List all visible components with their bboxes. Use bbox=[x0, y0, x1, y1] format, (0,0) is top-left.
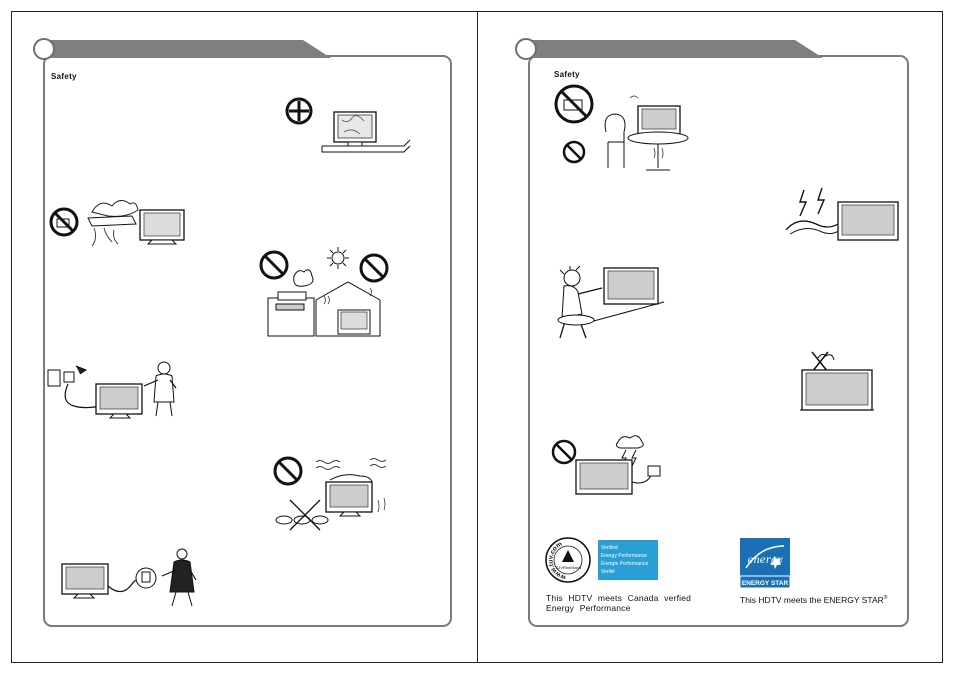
no-wall-mount-diy-illustration bbox=[550, 82, 696, 174]
prohibited-icon bbox=[259, 250, 289, 280]
unplug-cleaning-illustration bbox=[46, 356, 188, 420]
lightning-icon bbox=[799, 187, 826, 217]
no-outlet-overload-illustration bbox=[550, 432, 670, 500]
energy-star-logo: energy ENERGY STAR bbox=[740, 538, 790, 588]
no-objects-on-top-illustration bbox=[798, 346, 878, 418]
tuv-box-line-4: Verifié bbox=[601, 569, 615, 575]
registered-mark: ® bbox=[883, 595, 888, 601]
energy-star-label: ENERGY STAR bbox=[742, 580, 789, 587]
tuv-box-line-1: Verified bbox=[601, 545, 618, 551]
page-fold-line bbox=[477, 11, 478, 663]
tuv-box-line-2: Energy Performance bbox=[601, 553, 647, 559]
prohibited-icon bbox=[49, 207, 79, 237]
right-section-title: Safety bbox=[554, 70, 580, 79]
no-humidity-illustration bbox=[270, 454, 394, 532]
power-cord-pull-illustration bbox=[60, 548, 210, 610]
right-header-tab bbox=[513, 38, 833, 60]
plus-circle-icon bbox=[285, 97, 313, 125]
lightning-storm-illustration bbox=[782, 186, 902, 246]
prohibited-icon bbox=[273, 456, 303, 486]
left-header-tab bbox=[31, 38, 351, 60]
tuv-caption: This HDTV meets Canada verfied Energy Pe… bbox=[546, 593, 692, 613]
prohibited-icon bbox=[562, 140, 586, 164]
prohibited-icon bbox=[359, 253, 389, 283]
prohibited-icon bbox=[551, 439, 577, 465]
no-water-spray-illustration bbox=[48, 188, 198, 252]
sun-icon bbox=[327, 247, 349, 269]
tuv-box-line-3: Énergie Performance bbox=[601, 560, 648, 567]
prohibited-icon bbox=[554, 84, 594, 124]
plug-icon bbox=[47, 369, 75, 387]
energy-star-caption-text: This HDTV meets the ENERGY STAR bbox=[740, 594, 884, 605]
person-icon bbox=[557, 265, 603, 339]
no-heat-sun-illustration bbox=[258, 246, 394, 338]
no-leaning-on-tv-illustration bbox=[550, 264, 668, 344]
tuv-energy-logo: www.tuv.com TÜVRheinland Verified Energy… bbox=[544, 536, 662, 584]
plug-icon bbox=[135, 567, 157, 589]
energy-star-caption: This HDTV meets the ENERGY STAR® bbox=[740, 593, 910, 605]
tuv-blue-box bbox=[598, 540, 658, 580]
left-section-title: Safety bbox=[51, 72, 77, 81]
tuv-brand-text: TÜVRheinland bbox=[555, 565, 581, 570]
tv-level-stand-illustration bbox=[284, 96, 418, 160]
energy-star-script: energy bbox=[747, 555, 782, 566]
